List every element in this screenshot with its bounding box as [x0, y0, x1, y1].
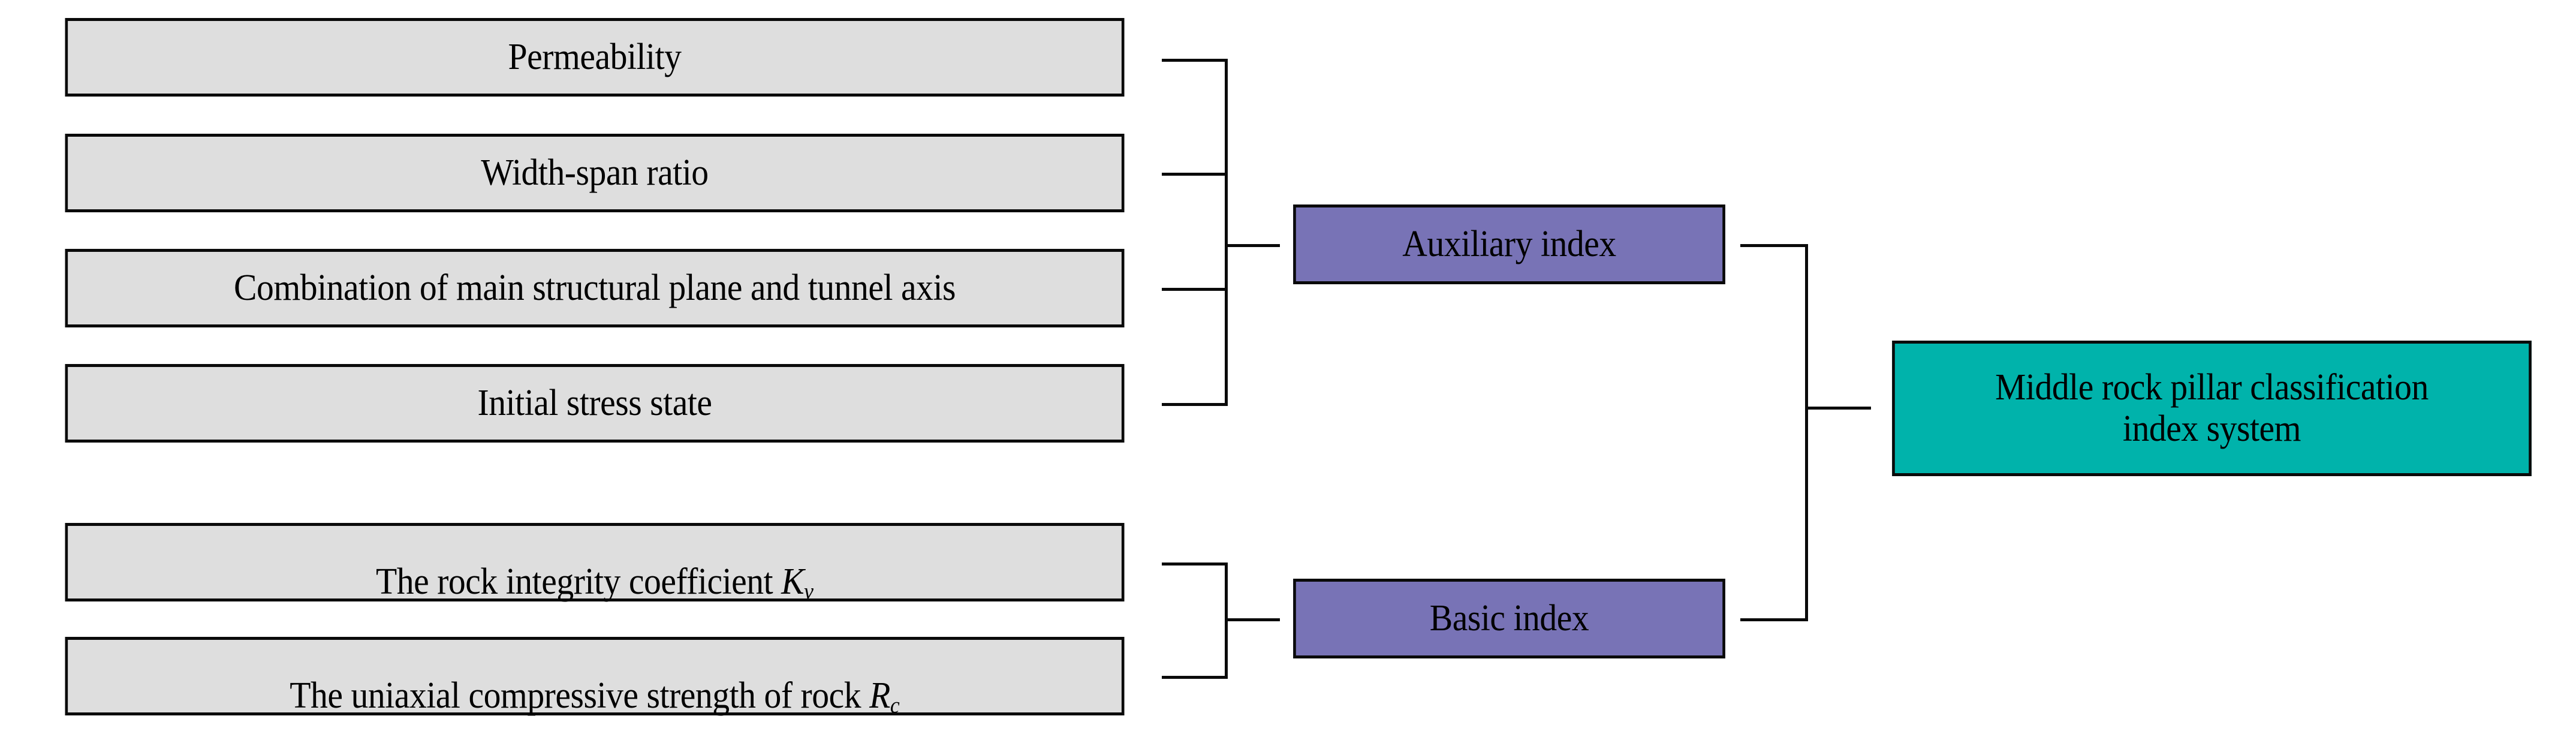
- connector-root-stem-horizontal: [1805, 407, 1871, 410]
- connector-uniaxial-strength-horizontal: [1162, 676, 1228, 679]
- leaf-box-initial-stress-state[interactable]: Initial stress state: [65, 364, 1125, 443]
- leaf-box-structural-plane-tunnel-axis[interactable]: Combination of main structural plane and…: [65, 249, 1125, 327]
- connector-auxiliary-bus-vertical: [1225, 59, 1228, 406]
- leaf-label-uniaxial-compressive-strength: The uniaxial compressive strength of roc…: [68, 634, 1122, 719]
- leaf-label-uniaxial-text: The uniaxial compressive strength of roc…: [290, 675, 890, 716]
- leaf-box-uniaxial-compressive-strength[interactable]: The uniaxial compressive strength of roc…: [65, 637, 1125, 718]
- connector-width-span-ratio-horizontal: [1162, 173, 1228, 176]
- leaf-label-rock-integrity-subscript: v: [804, 579, 814, 604]
- connector-initial-stress-horizontal: [1162, 403, 1228, 406]
- leaf-label-uniaxial-subscript: c: [890, 693, 900, 718]
- branch-label-auxiliary-index: Auxiliary index: [1402, 223, 1616, 264]
- leaf-label-initial-stress-state: Initial stress state: [477, 382, 712, 423]
- connector-auxiliary-stem-horizontal: [1225, 244, 1280, 247]
- connector-rock-integrity-horizontal: [1162, 563, 1228, 566]
- leaf-box-rock-integrity-coefficient[interactable]: The rock integrity coefficient Kv: [65, 523, 1125, 604]
- connector-root-bus-vertical: [1805, 244, 1808, 621]
- root-box-index-system[interactable]: Middle rock pillar classification index …: [1892, 341, 2532, 476]
- connector-auxiliary-to-root-horizontal: [1740, 244, 1808, 247]
- leaf-label-rock-integrity-coefficient: The rock integrity coefficient Kv: [68, 520, 1122, 605]
- leaf-box-permeability[interactable]: Permeability: [65, 18, 1125, 97]
- branch-label-basic-index: Basic index: [1429, 597, 1589, 639]
- leaf-box-width-span-ratio[interactable]: Width-span ratio: [65, 134, 1125, 212]
- root-label-index-system: Middle rock pillar classification index …: [1995, 366, 2429, 449]
- branch-box-auxiliary-index[interactable]: Auxiliary index: [1293, 204, 1725, 284]
- leaf-label-permeability: Permeability: [508, 36, 682, 77]
- leaf-label-rock-integrity-text: The rock integrity coefficient K: [375, 561, 805, 602]
- leaf-label-structural-plane-tunnel-axis: Combination of main structural plane and…: [233, 267, 956, 308]
- leaf-label-width-span-ratio: Width-span ratio: [481, 152, 709, 193]
- connector-structural-plane-horizontal: [1162, 288, 1228, 291]
- branch-box-basic-index[interactable]: Basic index: [1293, 579, 1725, 658]
- connector-permeability-horizontal: [1162, 59, 1228, 62]
- connector-basic-stem-horizontal: [1225, 618, 1280, 621]
- connector-basic-to-root-horizontal: [1740, 618, 1808, 621]
